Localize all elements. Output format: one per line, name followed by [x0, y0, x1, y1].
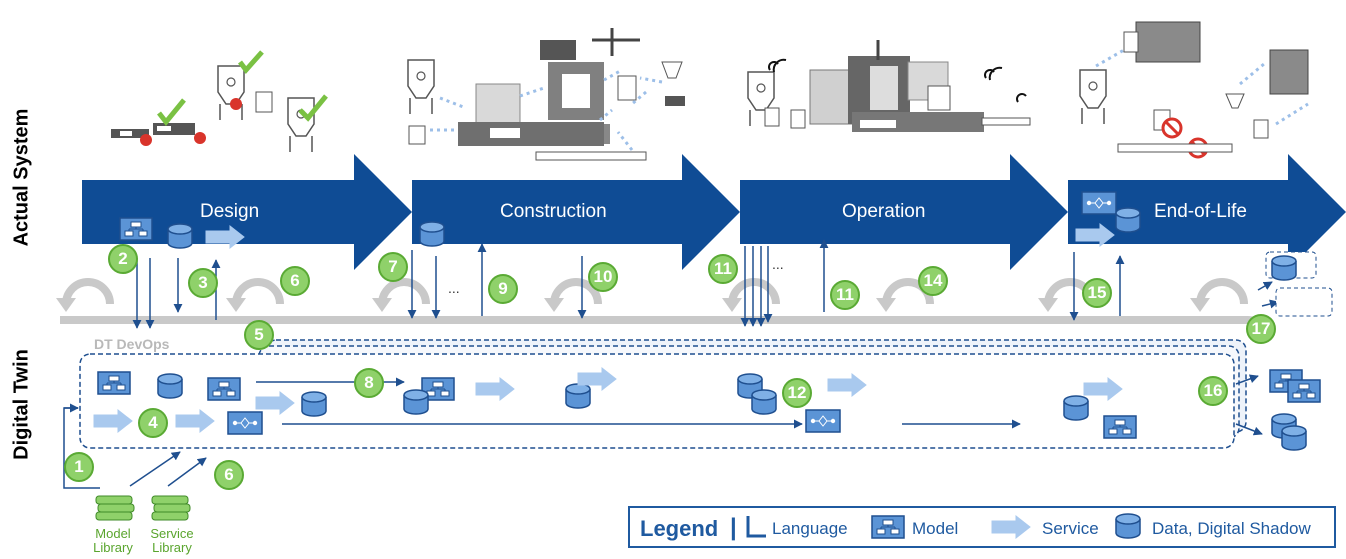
service-library-icon: [151, 495, 191, 521]
dt-flow-icon: [227, 411, 263, 435]
step-badge: 4: [138, 408, 168, 438]
dt-data-icon: [565, 383, 591, 409]
model-library-label: Model Library: [93, 526, 133, 555]
phase-label-design: Design: [200, 201, 260, 222]
ellipsis: ...: [448, 280, 460, 296]
dt-data-icon: [157, 373, 183, 399]
legend-service-label: Service: [1042, 519, 1099, 538]
legend-language-label: Language: [772, 519, 848, 538]
step-badge: 2: [108, 244, 138, 274]
step-badge: 9: [488, 274, 518, 304]
dt-data-icon: [403, 389, 429, 415]
step-badge: 12: [782, 378, 812, 408]
dt-flow-arrows: [63, 374, 1263, 489]
construction-machines: [407, 28, 685, 161]
legend-model-label: Model: [912, 519, 959, 538]
operation-machines: [747, 40, 1031, 132]
step-badge: 11: [830, 280, 860, 310]
step-badge: 6: [214, 460, 244, 490]
construction-data-icon: [419, 221, 445, 247]
step-badge: 15: [1082, 278, 1112, 308]
ellipsis: ...: [772, 256, 784, 272]
step-badge: 16: [1198, 376, 1228, 406]
step-badge: 5: [244, 320, 274, 350]
end-of-life-machines: [1079, 21, 1309, 159]
dt-flow-icon: [805, 409, 841, 433]
design-phase-arrow: [82, 154, 412, 270]
design-machines: [111, 50, 328, 153]
legend-title: Legend: [640, 516, 719, 541]
dt-data-icon: [1063, 395, 1089, 421]
phase-label-construction: Construction: [500, 201, 607, 222]
step-badge: 7: [378, 252, 408, 282]
dt-model-icon: [1103, 415, 1137, 439]
design-model-icon: [119, 217, 153, 241]
legend-language-icon: [746, 516, 766, 538]
devops-label: DT DevOps: [94, 336, 170, 352]
devops-loop: [1190, 282, 1244, 312]
actual-system-label: Actual System: [10, 108, 33, 247]
eol-archive-box: [1275, 287, 1333, 317]
devops-loop: [226, 282, 280, 312]
phase-label-operation: Operation: [842, 201, 926, 222]
legend-data-label: Data, Digital Shadow: [1152, 519, 1311, 538]
eol-flow-icon: [1081, 191, 1117, 215]
eol-archive-data-icon: [1271, 255, 1297, 281]
service-library-label: Service Library: [150, 526, 194, 555]
step-badge: 1: [64, 452, 94, 482]
devops-loop: [544, 282, 598, 312]
step-badge: 11: [708, 254, 738, 284]
model-library-icon: [95, 495, 135, 521]
step-badge: 17: [1246, 314, 1276, 344]
digital-twin-label: Digital Twin: [10, 349, 33, 460]
archive-model-icon: [1287, 379, 1321, 403]
step-badge: 14: [918, 266, 948, 296]
end-of-life-phase-arrow: [1068, 154, 1346, 270]
devops-loop: [372, 282, 426, 312]
devops-loop: [56, 282, 110, 312]
dt-data-icon: [301, 391, 327, 417]
phase-label-end-of-life: End-of-Life: [1154, 201, 1247, 222]
design-data-icon: [167, 223, 193, 249]
step-badge: 3: [188, 268, 218, 298]
eol-data-icon: [1115, 207, 1141, 233]
legend: Legend | Language Model Service Data, Di…: [628, 506, 1336, 548]
step-badge: 6: [280, 266, 310, 296]
legend-separator: |: [730, 514, 737, 541]
archive-data-icon: [1281, 425, 1307, 451]
dt-model-icon: [207, 377, 241, 401]
dt-data-icon: [751, 389, 777, 415]
dt-model-icon: [97, 371, 131, 395]
step-badge: 8: [354, 368, 384, 398]
construction-phase-arrow: [412, 154, 740, 270]
devops-band: [60, 316, 1262, 331]
step-badge: 10: [588, 262, 618, 292]
